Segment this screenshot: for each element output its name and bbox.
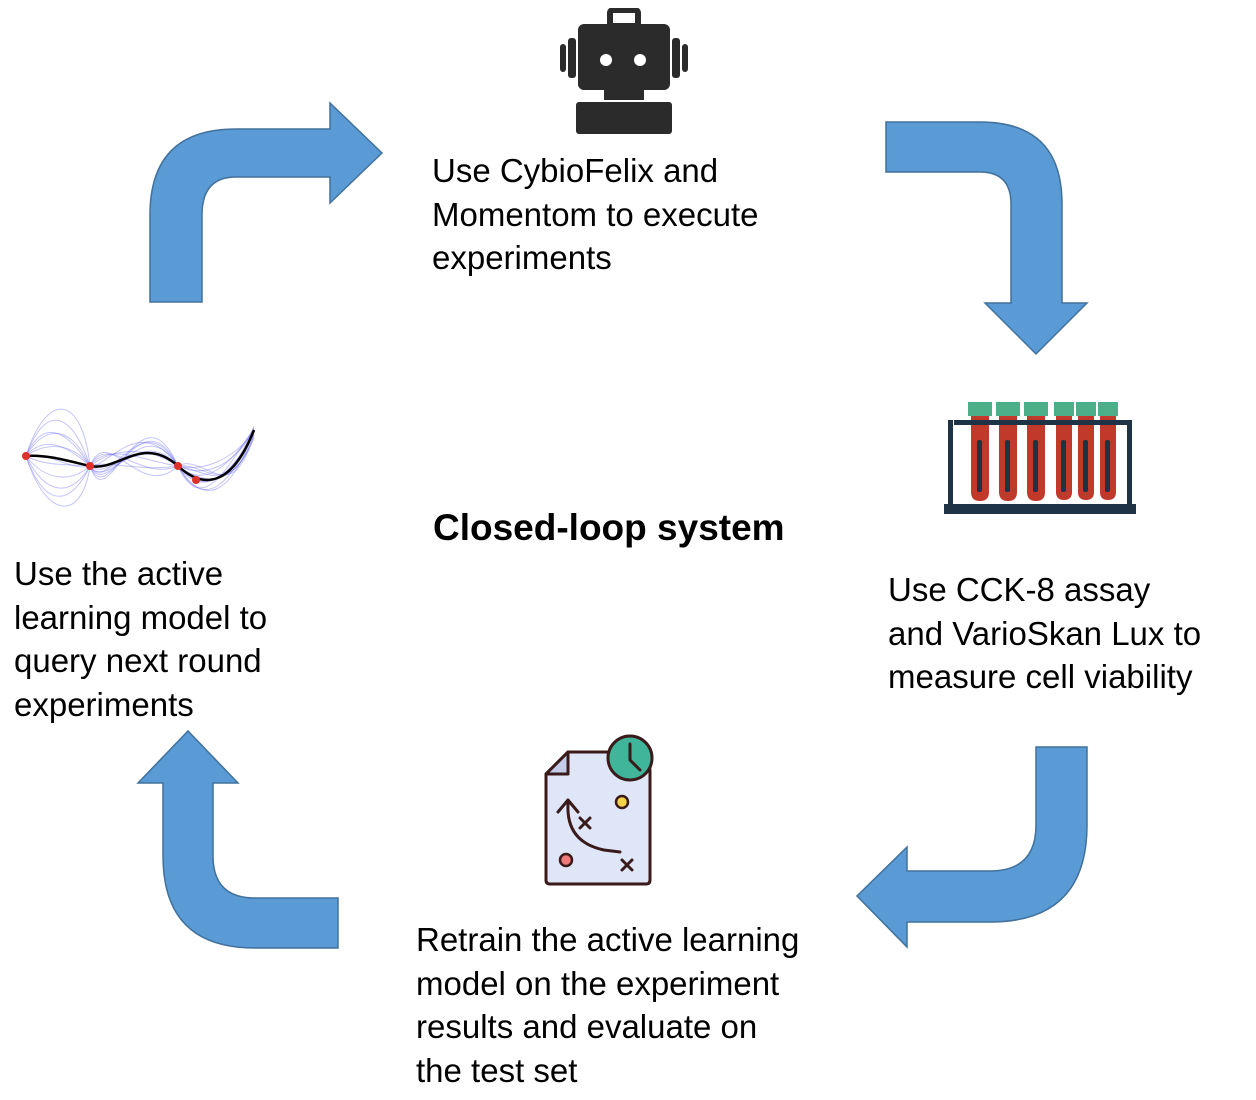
label-line: Retrain the active learning <box>416 921 800 958</box>
posterior-samples <box>25 408 255 507</box>
label-line: and VarioSkan Lux to <box>888 614 1202 652</box>
label-line: query next round <box>14 642 262 679</box>
step-label-retrain: Retrain the active learning model on the… <box>416 918 799 1092</box>
label-line: results and evaluate on <box>416 1008 758 1045</box>
arrow-measure-to-retrain <box>855 746 1088 949</box>
label-line: Use CybioFelix and <box>432 152 719 189</box>
label-line: the test set <box>416 1051 578 1089</box>
label-line: learning model to <box>14 598 268 636</box>
label-line: model on the experiment <box>416 964 780 1002</box>
label-line: Momentom to execute <box>432 195 759 233</box>
test-tubes-icon <box>944 402 1136 514</box>
diagram-title: Closed-loop system <box>433 507 785 548</box>
arrow-retrain-to-query <box>136 729 339 949</box>
observations <box>22 452 200 484</box>
tubes <box>968 402 1118 501</box>
label-line: Use CCK-8 assay <box>888 571 1151 608</box>
step-label-measure: Use CCK-8 assay and VarioSkan Lux to mea… <box>888 568 1201 699</box>
arrow-execute-to-measure <box>885 121 1089 356</box>
strategy-document-icon <box>544 734 654 886</box>
label-line: Use the active <box>14 555 224 592</box>
step-label-execute: Use CybioFelix and Momentom to execute e… <box>432 149 759 280</box>
label-line: measure cell viability <box>888 658 1193 695</box>
robot-icon <box>560 8 688 134</box>
label-line: experiments <box>432 239 612 276</box>
arrow-query-to-execute <box>149 101 384 303</box>
posterior-mean <box>25 429 256 482</box>
label-line: experiments <box>14 685 194 723</box>
step-label-query: Use the active learning model to query n… <box>14 552 267 726</box>
gaussian-process-plot-icon <box>22 408 256 507</box>
